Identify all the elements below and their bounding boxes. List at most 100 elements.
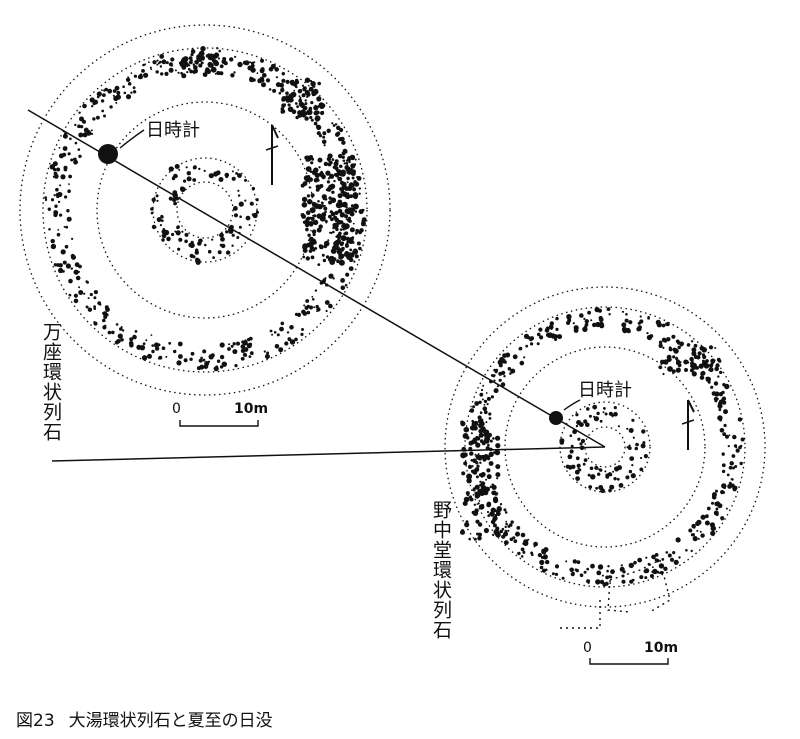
stone-mark — [219, 232, 224, 238]
stone-mark — [468, 537, 472, 541]
stone-mark — [334, 210, 339, 215]
stone-mark — [493, 388, 499, 394]
stone-mark — [625, 313, 628, 316]
stone-mark — [218, 49, 221, 53]
stone-mark — [539, 335, 544, 340]
stone-mark — [714, 391, 720, 397]
stone-mark — [685, 549, 688, 552]
stone-mark — [490, 374, 494, 377]
stone-mark — [575, 424, 579, 428]
stone-mark — [50, 198, 55, 202]
stone-mark — [123, 91, 127, 95]
stone-mark — [715, 512, 719, 516]
stone-mark — [719, 504, 722, 507]
stone-mark — [701, 347, 707, 353]
stone-mark — [317, 157, 323, 163]
stone-mark — [483, 527, 489, 534]
stone-mark — [479, 392, 484, 397]
stone-mark — [530, 342, 534, 346]
stone-mark — [505, 520, 508, 523]
stone-mark — [48, 228, 51, 231]
stone-mark — [499, 503, 503, 506]
stone-mark — [142, 63, 145, 67]
stone-mark — [714, 366, 719, 372]
stone-mark — [115, 101, 118, 104]
stone-mark — [302, 105, 308, 111]
stone-mark — [320, 201, 324, 205]
stone-mark — [478, 500, 481, 502]
stone-mark — [60, 249, 66, 255]
stone-mark — [507, 367, 512, 371]
stone-mark — [495, 464, 501, 470]
stone-mark — [170, 57, 175, 62]
stone-mark — [588, 485, 593, 489]
stone-mark — [711, 495, 717, 500]
stone-mark — [231, 244, 234, 247]
stone-mark — [592, 404, 598, 410]
stone-mark — [634, 446, 638, 451]
stone-mark — [53, 174, 59, 179]
stone-mark — [645, 556, 648, 559]
stone-mark — [78, 286, 80, 289]
stone-mark — [323, 244, 327, 249]
stone-mark — [662, 346, 665, 349]
stone-mark — [584, 319, 589, 324]
stone-mark — [625, 327, 631, 333]
stone-mark — [311, 248, 316, 252]
stone-mark — [317, 81, 322, 86]
stone-mark — [718, 359, 722, 363]
stone-mark — [673, 348, 679, 354]
stone-mark — [658, 343, 663, 348]
stone-mark — [738, 445, 742, 450]
stone-mark — [335, 227, 339, 232]
figure-number: 図23 — [16, 711, 55, 731]
stone-mark — [210, 353, 215, 358]
stone-mark — [228, 343, 231, 346]
stone-mark — [159, 65, 163, 68]
stone-mark — [467, 464, 473, 469]
stone-mark — [540, 565, 544, 569]
stone-mark — [627, 446, 632, 450]
stone-mark — [599, 419, 603, 423]
stone-mark — [122, 85, 125, 88]
stone-mark — [711, 501, 714, 505]
stone-mark — [287, 103, 291, 107]
stone-mark — [280, 321, 285, 326]
stone-mark — [699, 530, 702, 533]
stone-mark — [498, 378, 502, 382]
stone-mark — [493, 529, 500, 535]
stone-mark — [726, 473, 730, 477]
stone-mark — [181, 56, 188, 63]
stone-mark — [631, 464, 634, 467]
stone-mark — [522, 550, 526, 554]
stone-mark — [672, 355, 676, 359]
stone-mark — [114, 85, 120, 91]
stone-mark — [728, 434, 731, 437]
stone-mark — [59, 184, 62, 187]
stone-mark — [55, 172, 58, 175]
stone-mark — [44, 196, 48, 200]
stone-mark — [202, 358, 206, 362]
stone-mark — [646, 332, 649, 335]
stone-mark — [346, 240, 349, 244]
stone-mark — [249, 351, 254, 355]
stone-mark — [165, 61, 169, 65]
stone-mark — [503, 360, 507, 364]
stone-mark — [690, 340, 694, 343]
stone-mark — [536, 342, 540, 346]
stone-mark — [327, 153, 333, 159]
stone-mark — [688, 528, 693, 533]
stone-mark — [486, 456, 491, 461]
stone-mark — [125, 77, 131, 83]
stone-mark — [297, 110, 303, 116]
stone-mark — [193, 165, 197, 170]
stone-mark — [691, 533, 696, 537]
stone-mark — [231, 233, 235, 237]
stone-mark — [661, 558, 665, 561]
stone-mark — [305, 256, 310, 261]
stone-mark — [721, 390, 725, 395]
stone-mark — [183, 358, 188, 363]
stone-mark — [312, 298, 315, 301]
stone-mark — [488, 417, 492, 420]
stone-mark — [476, 464, 480, 468]
